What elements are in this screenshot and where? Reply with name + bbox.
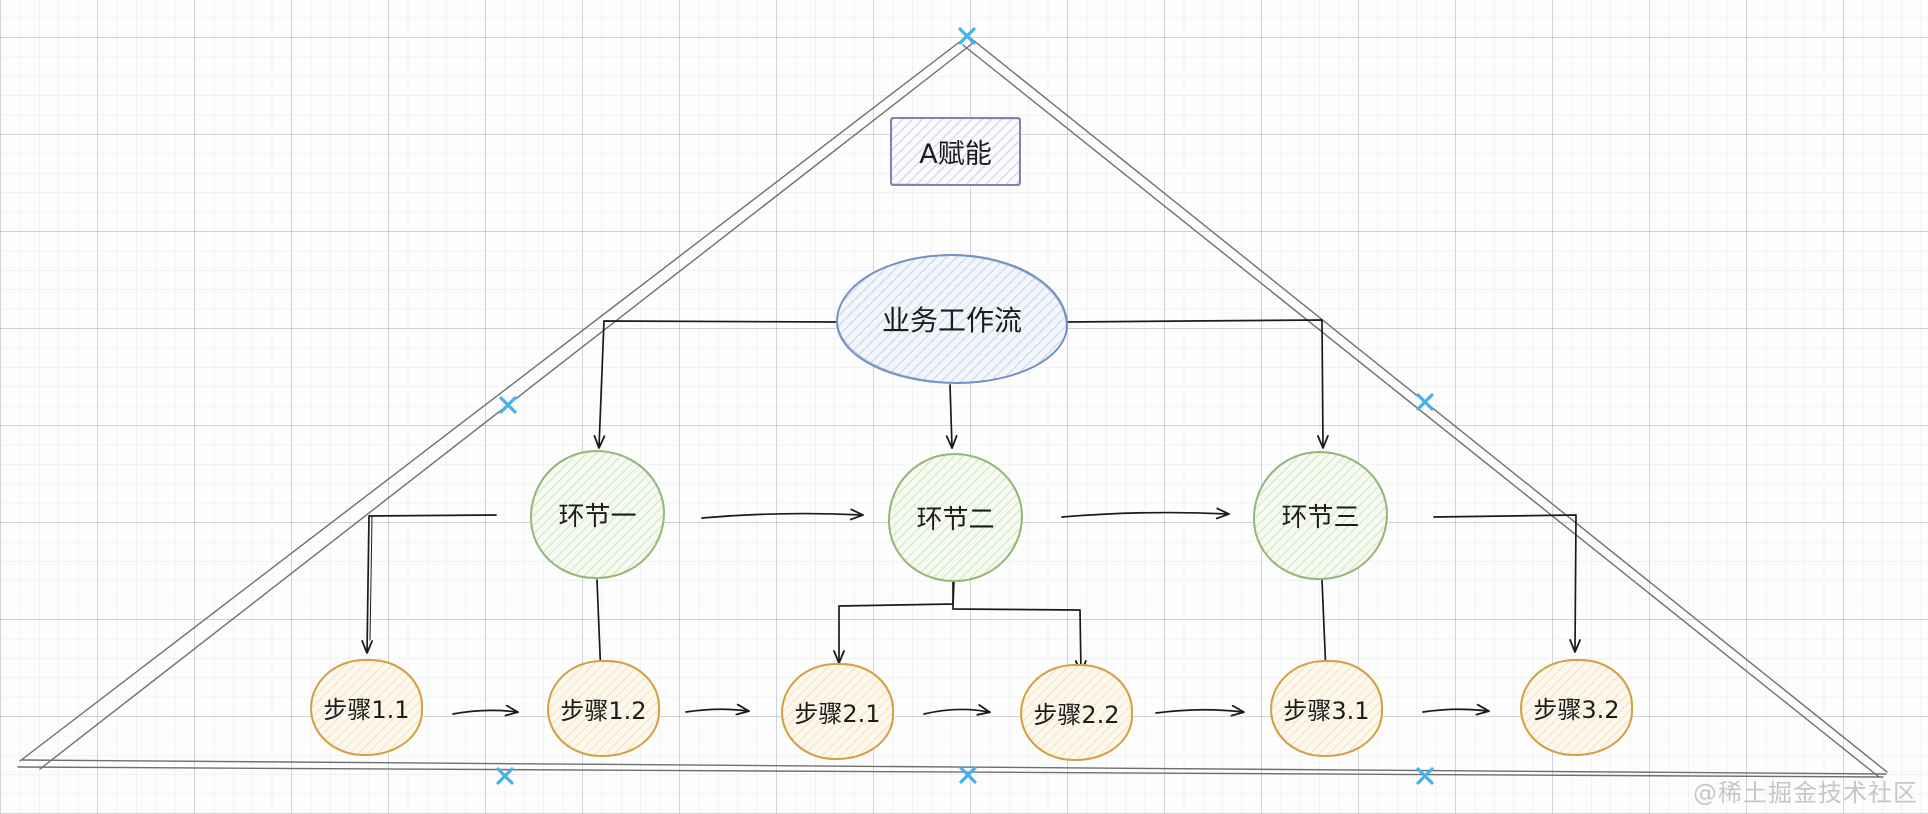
workflow-ellipse: 业务工作流 <box>836 254 1068 384</box>
step-1-1-label: 步骤1.1 <box>323 696 410 724</box>
snap-marker-left-edge <box>499 396 517 414</box>
arrow-step31-to-step32 <box>1422 703 1490 716</box>
arrow-step21-to-step22 <box>923 704 991 716</box>
arrow-stage1-to-stage2 <box>701 508 864 521</box>
arrow-stage3-to-step32 <box>1433 514 1581 653</box>
arrow-workflow-to-stage3 <box>1065 319 1329 449</box>
triangle-bottom-edge <box>21 759 1887 775</box>
step-3-1-label: 步骤3.1 <box>1283 697 1370 725</box>
snap-marker-bottom-right <box>1416 767 1434 785</box>
step-1-2-label: 步骤1.2 <box>560 697 647 725</box>
snap-marker-apex <box>958 27 976 45</box>
snap-markers <box>496 27 1434 785</box>
step-3-2-circle: 步骤3.2 <box>1520 659 1633 756</box>
step-3-2-label: 步骤3.2 <box>1533 696 1620 724</box>
step-1-1-circle: 步骤1.1 <box>310 659 423 756</box>
arrow-stage2-to-step22 <box>952 580 1087 674</box>
step-2-2-circle: 步骤2.2 <box>1020 664 1133 761</box>
workflow-label: 业务工作流 <box>881 304 1022 337</box>
step-2-2-label: 步骤2.2 <box>1033 701 1120 729</box>
arrow-workflow-to-stage1 <box>593 320 839 449</box>
arrow-stage2-to-stage3 <box>1061 507 1230 520</box>
triangle-right-edge-2 <box>962 44 1880 778</box>
arrow-stage1-to-step11 <box>361 514 497 654</box>
step-1-2-circle: 步骤1.2 <box>547 660 660 757</box>
stage-1-circle: 环节一 <box>530 450 665 579</box>
triangle-bottom-edge-2 <box>17 766 1884 778</box>
watermark: @稀土掘金技术社区 <box>1693 779 1918 807</box>
stage-2-label: 环节二 <box>916 505 995 535</box>
arrow-workflow-to-stage2 <box>945 384 958 449</box>
stage-1-label: 环节一 <box>558 502 637 532</box>
ai-empower-box: A赋能 <box>890 117 1021 186</box>
triangle-left-edge <box>19 36 967 762</box>
stage-3-circle: 环节三 <box>1253 451 1388 580</box>
snap-marker-right-edge <box>1416 393 1434 411</box>
arrow-step11-to-step12 <box>452 704 519 717</box>
step-3-1-circle: 步骤3.1 <box>1270 660 1383 757</box>
snap-marker-bottom-left <box>496 767 514 785</box>
arrow-step22-to-step31 <box>1155 704 1245 717</box>
arrow-stage2-to-step21 <box>833 580 955 664</box>
step-2-1-circle: 步骤2.1 <box>781 663 894 760</box>
stage-2-circle: 环节二 <box>888 453 1023 582</box>
arrow-stage3-to-step31 <box>1319 579 1332 676</box>
snap-marker-bottom-center <box>959 766 977 784</box>
step-2-1-label: 步骤2.1 <box>794 700 881 728</box>
arrow-step12-to-step21 <box>685 703 750 716</box>
arrow-stage1-to-step11-doubled <box>369 516 373 641</box>
stage-3-label: 环节三 <box>1281 503 1360 533</box>
ai-empower-label: A赋能 <box>919 139 992 170</box>
